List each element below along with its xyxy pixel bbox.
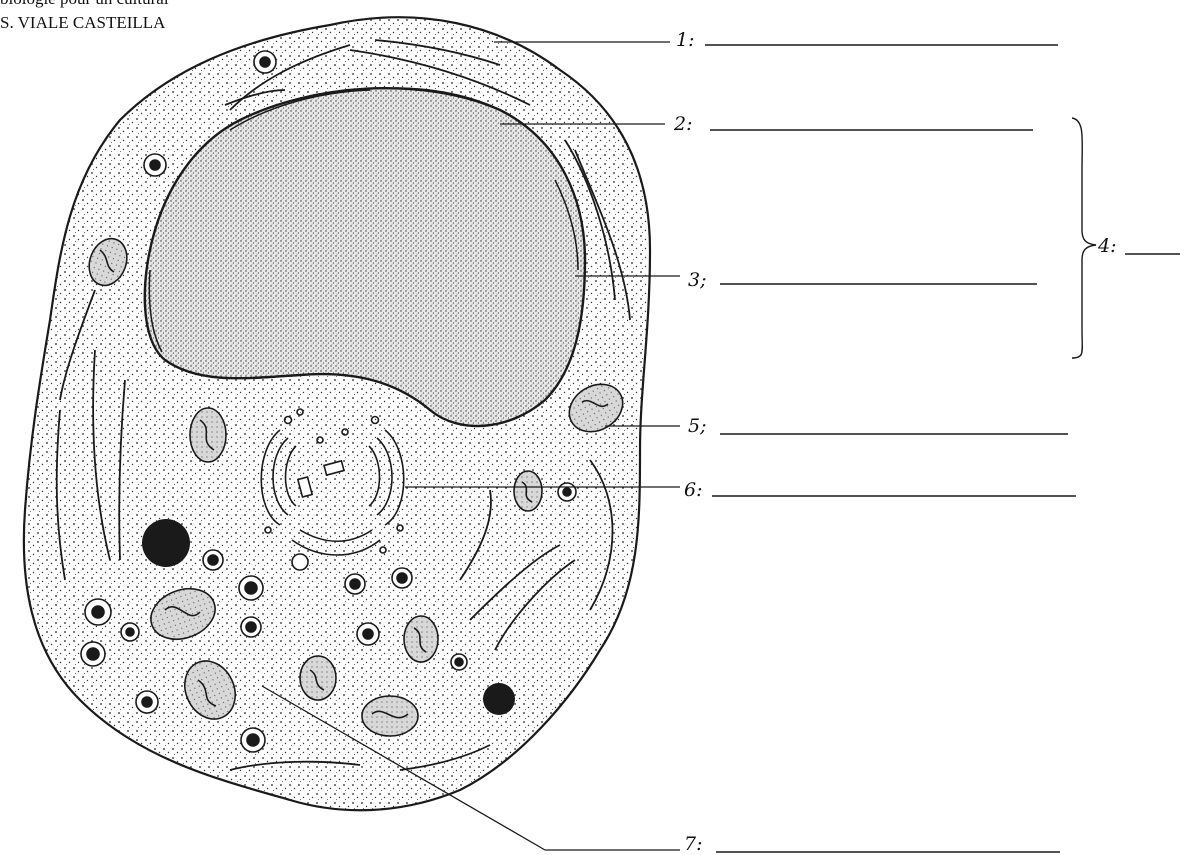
label-4: 4:: [1097, 235, 1117, 257]
label-2: 2:: [673, 113, 693, 135]
label-3: 3;: [688, 269, 707, 291]
label-1: 1:: [676, 29, 695, 51]
mitochondrion: [300, 656, 336, 700]
mitochondrion: [514, 471, 542, 511]
bracket-brace: [1072, 118, 1096, 358]
label-5: 5;: [688, 415, 707, 437]
nucleus: [145, 88, 585, 426]
label-7: 7:: [684, 833, 703, 855]
mitochondrion: [190, 408, 226, 462]
label-6: 6:: [684, 479, 703, 501]
mitochondrion: [404, 616, 438, 662]
answer-blanks: [705, 45, 1180, 852]
mitochondrion: [362, 696, 418, 736]
